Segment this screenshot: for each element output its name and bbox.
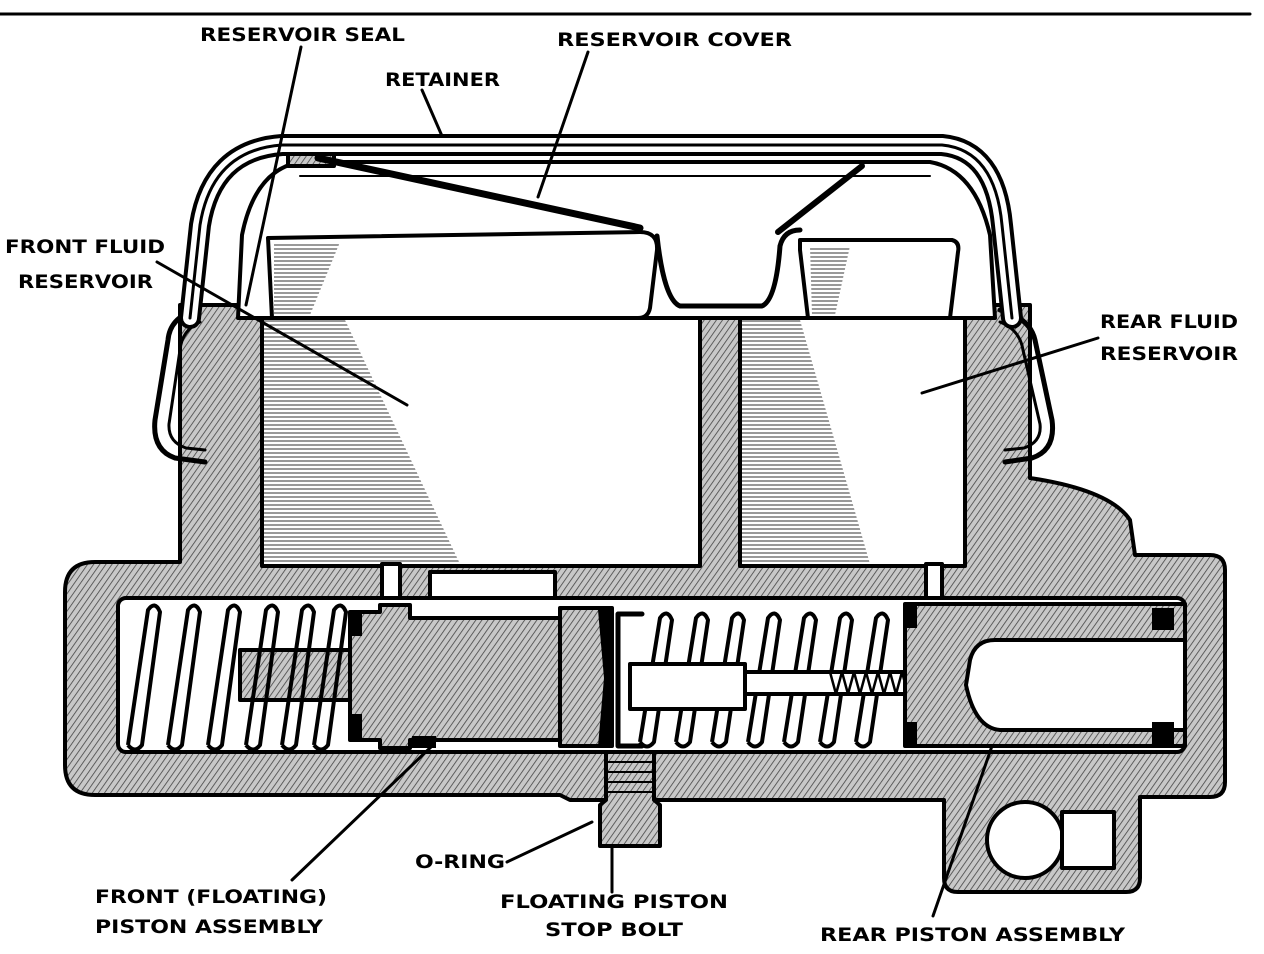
leader-front-fluid-reservoir [155, 260, 409, 407]
front-piston-rear-seal [598, 610, 612, 746]
rear-piston-pushrod-bore [964, 638, 1187, 732]
label-reservoir-cover: RESERVOIR COVER [557, 29, 792, 51]
front-piston-cup-seal-bottom [348, 714, 362, 740]
spring-coil [126, 603, 162, 752]
label-stop-bolt-line2: STOP BOLT [545, 919, 683, 941]
label-front-fluid-reservoir-line1: FRONT FLUID [5, 236, 165, 258]
label-rear-fluid-reservoir-line1: REAR FLUID [1100, 311, 1238, 333]
leader-retainer [420, 88, 444, 138]
snap-ring-bottom [1152, 722, 1174, 744]
leader-rear-fluid-reservoir [920, 336, 1100, 395]
spring-coil [782, 611, 818, 749]
rear-spring [638, 611, 890, 749]
rear-piston-seal-top [905, 606, 917, 628]
reservoir-cover-center-dip [654, 227, 803, 309]
rear-reservoir-shading [742, 320, 870, 564]
front-floating-piston [348, 603, 562, 750]
rear-piston-seal-bottom [905, 722, 917, 744]
o-ring [412, 736, 436, 748]
leader-reservoir-seal [244, 45, 303, 307]
spring-retainer-coupler [628, 662, 747, 711]
retainer-bail [179, 134, 1023, 329]
leader-front-floating-piston [290, 744, 434, 882]
spring-coil [638, 611, 674, 749]
leader-reservoir-cover [536, 50, 590, 199]
stop-bolt-threads [605, 761, 655, 793]
label-front-floating-piston-line2: PISTON ASSEMBLY [95, 916, 323, 938]
front-reservoir-seal-cup [266, 230, 660, 320]
floating-piston-stop-bolt [598, 750, 662, 848]
label-front-floating-piston-line1: FRONT (FLOATING) [95, 886, 327, 908]
mounting-lug-notch [1060, 810, 1116, 870]
retainer-center-wire [188, 143, 1014, 320]
leader-lines [155, 45, 1100, 918]
spring-coil [312, 603, 348, 752]
spring-coil [854, 611, 890, 749]
label-rear-fluid-reservoir-line2: RESERVOIR [1100, 343, 1238, 365]
reservoir-seal-edge-rear [775, 163, 865, 235]
spring-coil [674, 611, 710, 749]
leader-rear-piston-assembly [931, 744, 994, 918]
label-stop-bolt-line1: FLOATING PISTON [500, 891, 728, 913]
mounting-hole [985, 800, 1065, 880]
snap-ring-top [1152, 608, 1174, 630]
reservoir-seal-edge-front [314, 154, 644, 232]
label-front-fluid-reservoir-line2: RESERVOIR [18, 271, 153, 293]
front-reservoir-shading [264, 320, 460, 564]
spring-coil [280, 603, 316, 752]
spring-coil [746, 611, 782, 749]
spring-coil [244, 603, 280, 752]
spring-coil [166, 603, 202, 752]
rear-spring-seat [615, 611, 645, 749]
spring-coil [818, 611, 854, 749]
front-piston-cup-seal-top [348, 612, 362, 636]
label-rear-piston-assembly: REAR PISTON ASSEMBLY [820, 924, 1125, 946]
spring-coil [206, 603, 242, 752]
front-seal-cup-shading [274, 242, 340, 315]
spring-coil [710, 611, 746, 749]
label-o-ring: O-RING [415, 851, 505, 873]
leader-o-ring [505, 820, 594, 864]
front-spring [126, 603, 348, 752]
label-retainer: RETAINER [385, 69, 500, 91]
rear-seal-cup-shading [810, 246, 850, 315]
label-reservoir-seal: RESERVOIR SEAL [200, 24, 405, 46]
labels: RESERVOIR SEAL RESERVOIR COVER RETAINER … [5, 24, 1238, 946]
